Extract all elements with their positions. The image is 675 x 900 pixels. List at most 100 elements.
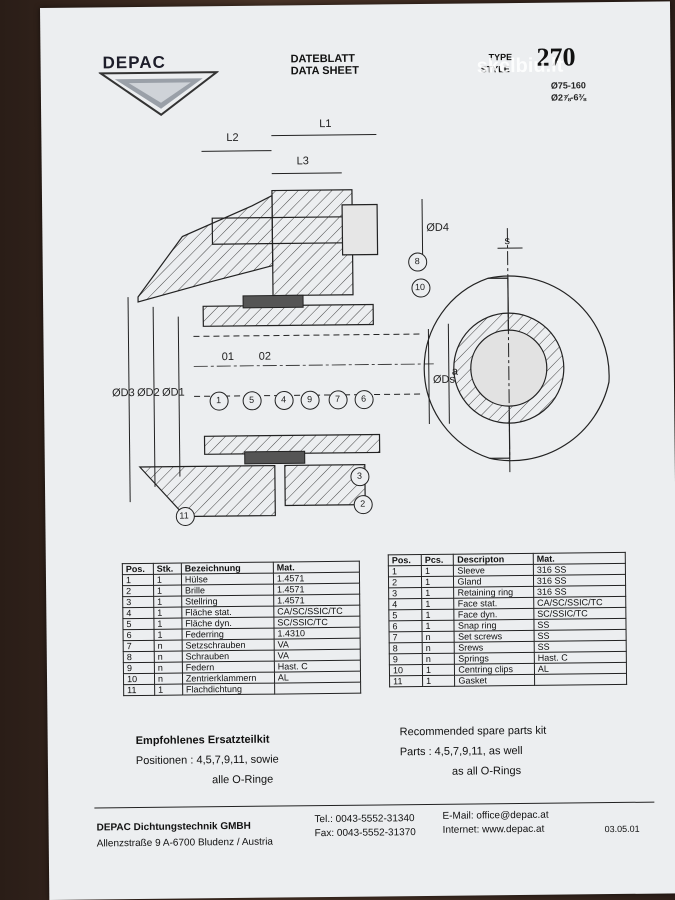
cell: Flachdichtung (182, 683, 275, 696)
cell: Srews (454, 641, 535, 654)
cell: 1 (388, 565, 422, 577)
cell: 1.4571 (273, 583, 360, 596)
callout-6: 6 (361, 393, 367, 404)
cell: 1.4571 (273, 594, 360, 607)
callout-5: 5 (249, 394, 255, 405)
callout-9: 9 (307, 394, 313, 405)
footer-divider (94, 801, 655, 809)
cell: 1 (421, 620, 455, 632)
cell: Gland (453, 575, 534, 588)
cell: 7 (389, 631, 423, 643)
cell: 7 (123, 640, 155, 652)
cell: 1 (421, 587, 455, 599)
col-pos: Pos. (388, 554, 422, 566)
logo-chevron-icon (98, 71, 220, 116)
footer-tel: Tel.: 0043-5552-31340 (314, 813, 415, 826)
cell: 3 (122, 596, 154, 608)
cell: Hast. C (274, 660, 361, 673)
cell: 1 (153, 607, 182, 619)
col-mat: Mat. (273, 561, 360, 574)
cell: 6 (123, 629, 155, 641)
cell: 3 (388, 587, 422, 599)
cell: 1 (421, 609, 455, 621)
cell: Centring clips (454, 663, 535, 676)
spares-de-line1: Positionen : 4,5,7,9,11, sowie (135, 753, 279, 768)
cell: n (154, 662, 183, 674)
callout-4: 4 (281, 394, 287, 405)
footer-address: Allenzstraße 9 A-6700 Bludenz / Austria (96, 836, 274, 850)
cell (534, 673, 627, 686)
cell: 5 (388, 609, 422, 621)
callout-2: 2 (360, 498, 366, 509)
cell: 4 (388, 598, 422, 610)
footer-date: 03.05.01 (604, 823, 640, 835)
cell: n (422, 653, 455, 665)
data-sheet-paper: DEPAC DATEBLATT DATA SHEET TYPE STYLE 27… (40, 1, 675, 900)
cell: 11 (123, 684, 155, 696)
cell: Springs (454, 652, 535, 665)
seal-faces-bottom (244, 450, 306, 465)
footer-email: E-Mail: office@depac.at (442, 809, 549, 822)
seal-faces-top (242, 294, 304, 309)
col-pos: Pos. (122, 563, 154, 575)
cell: 1 (421, 598, 455, 610)
footer-fax: Fax: 0043-5552-31370 (314, 827, 416, 840)
cell: n (422, 631, 455, 643)
callout-7: 7 (335, 393, 341, 404)
cell: 1 (422, 675, 456, 687)
cell: 9 (123, 662, 155, 674)
cell: 1 (421, 565, 454, 577)
spares-en-line2: as all O-Rings (451, 765, 522, 778)
cell: n (154, 640, 183, 652)
spares-en-line1: Parts : 4,5,7,9,11, as well (399, 744, 523, 759)
cell: AL (274, 671, 361, 684)
cell: Gasket (454, 674, 535, 687)
spares-de-title: Empfohlenes Ersatzteilkit (135, 733, 270, 748)
cell: 1 (153, 596, 182, 608)
cell: 1 (154, 684, 183, 696)
seal-cross-section-drawing (127, 133, 610, 518)
cell: 1.4571 (273, 572, 360, 585)
cell: 10 (123, 673, 155, 685)
cell: 1 (122, 574, 154, 586)
cell: 8 (389, 642, 423, 654)
cell: n (154, 651, 183, 663)
cell: 9 (389, 653, 423, 665)
spares-en-title: Recommended spare parts kit (399, 724, 547, 739)
spares-de-line2: alle O-Ringe (212, 773, 274, 787)
callout-11: 11 (179, 510, 189, 521)
cell: 1 (153, 585, 182, 597)
cell: Retaining ring (454, 586, 534, 599)
cell: 2 (388, 576, 422, 588)
o-ring-label-01: 01 (221, 350, 234, 364)
footer-company: DEPAC Dichtungstechnik GMBH (96, 820, 251, 834)
depac-logo: DEPAC (98, 46, 253, 120)
cell: n (422, 642, 455, 654)
cell: Set screws (454, 630, 535, 643)
cell: Face stat. (454, 597, 534, 610)
bolt-head (341, 203, 379, 256)
cell: 10 (389, 664, 423, 676)
cell: n (154, 673, 183, 685)
cell: 6 (388, 620, 423, 632)
cell: Sleeve (453, 564, 534, 577)
cell: 1 (422, 664, 455, 676)
cell: 2 (122, 585, 154, 597)
cell: 5 (122, 618, 154, 630)
cell: 1 (421, 576, 455, 588)
cell: 4 (122, 607, 154, 619)
cell (274, 682, 361, 695)
col-stk: Stk. (153, 563, 182, 575)
cell: 1 (153, 574, 182, 586)
callout-10: 10 (414, 281, 426, 293)
callout-8: 8 (414, 256, 420, 267)
col-pcs: Pcs. (421, 554, 454, 566)
cell: VA (274, 649, 361, 662)
cell: Snap ring (454, 619, 534, 632)
cell: Face dyn. (454, 608, 534, 621)
col-description: Descripton (453, 553, 534, 566)
